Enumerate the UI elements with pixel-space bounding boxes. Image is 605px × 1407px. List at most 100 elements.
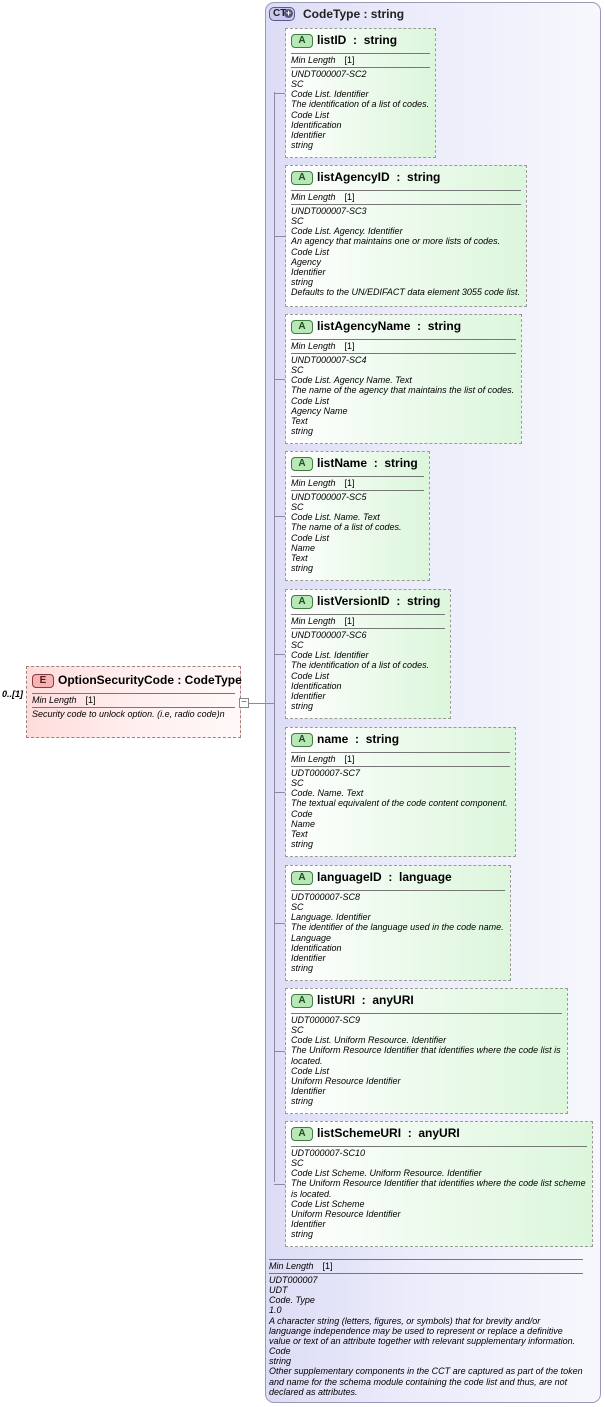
attribute-title: listAgencyName : string (317, 319, 462, 333)
attribute-name: languageID (317, 870, 382, 884)
facet-min-length: Min Length[1] (269, 1261, 333, 1271)
attribute-connector-line (274, 379, 285, 380)
expand-plus-icon[interactable]: + (284, 8, 293, 18)
doc-line: Name (291, 818, 316, 829)
doc-line: SC (291, 79, 304, 90)
attribute-title: listSchemeURI : anyURI (317, 1126, 460, 1140)
doc-line: Other supplementary components in the CC… (269, 1366, 583, 1397)
doc-line: Code List. Name. Text (291, 512, 380, 523)
doc-line: SC (291, 778, 304, 789)
element-badge: E (32, 674, 54, 688)
attribute-badge: A (291, 733, 313, 747)
tree-trunk-line (274, 92, 275, 1182)
doc-line: string (291, 839, 314, 850)
doc-line: The Uniform Resource Identifier that ide… (291, 1045, 561, 1066)
attribute-title: languageID : language (317, 870, 452, 884)
doc-line: string (291, 1096, 314, 1107)
doc-line: Code List (291, 532, 330, 543)
collapse-toggle[interactable]: − (239, 698, 249, 708)
doc-line: Identification (291, 942, 342, 953)
doc-line: An agency that maintains one or more lis… (291, 236, 501, 247)
doc-line: Code List (291, 670, 330, 681)
attribute-type: string (363, 33, 398, 47)
attribute-name: listAgencyID (317, 170, 390, 184)
doc-line: UDT000007 (269, 1275, 318, 1285)
attribute-type: string (384, 456, 418, 470)
facet-min-length: Min Length[1] (32, 695, 96, 705)
element-doc: Security code to unlock option. (i.e, ra… (32, 709, 225, 719)
attribute-type: string (407, 594, 441, 608)
doc-line: The identification of a list of codes. (291, 99, 430, 110)
attribute-badge: A (291, 871, 313, 885)
doc-line: UDT (269, 1285, 288, 1296)
attribute-title: name : string (317, 732, 400, 746)
attribute-name: listName (317, 456, 368, 470)
facet-min-length: Min Length[1] (291, 55, 355, 65)
doc-line: Code List (291, 246, 330, 257)
doc-line: Code List (291, 395, 330, 406)
doc-line: Text (291, 415, 308, 426)
doc-line: SC (291, 365, 304, 376)
attribute-badge: A (291, 34, 313, 48)
attribute-connector-line (274, 923, 285, 924)
attribute-title: listAgencyID : string (317, 170, 441, 184)
element-connector-line (249, 703, 275, 704)
attribute-type: string (365, 732, 400, 746)
attribute-connector-line (274, 1051, 285, 1052)
attribute-badge: A (291, 1127, 313, 1141)
attribute-title: listID : string (317, 33, 398, 47)
doc-line: Code List. Identifier (291, 650, 369, 661)
doc-line: UNDT000007-SC5 (291, 492, 367, 502)
doc-line: Agency (291, 256, 322, 267)
doc-line: Identifier (291, 1086, 326, 1097)
attribute-connector-line (274, 516, 285, 517)
attribute-name: listVersionID (317, 594, 390, 608)
doc-line: UDT000007-SC7 (291, 768, 361, 778)
doc-line: UDT000007-SC8 (291, 892, 361, 902)
attribute-type: anyURI (372, 993, 414, 1007)
doc-line: Identifier (291, 129, 326, 140)
doc-line: Code List. Agency Name. Text (291, 375, 412, 386)
doc-line: string (291, 563, 314, 574)
doc-line: string (269, 1356, 292, 1367)
doc-line: Code List Scheme. Uniform Resource. Iden… (291, 1168, 482, 1179)
attribute-badge: A (291, 320, 313, 334)
doc-line: Code (269, 1346, 291, 1357)
doc-line: The identifier of the language used in t… (291, 922, 504, 933)
doc-line: SC (291, 1025, 304, 1036)
doc-line: Code. Name. Text (291, 788, 364, 799)
doc-line: Identifier (291, 952, 326, 963)
attribute-type: string (407, 170, 441, 184)
doc-line: Code List (291, 109, 330, 120)
doc-line: Code List Scheme (291, 1198, 365, 1209)
doc-line: UNDT000007-SC6 (291, 630, 367, 640)
doc-line: Code List. Agency. Identifier (291, 226, 403, 237)
doc-line: Text (291, 828, 308, 839)
attribute-name: name (317, 732, 349, 746)
doc-line: The name of the agency that maintains th… (291, 385, 515, 396)
facet-min-length: Min Length[1] (291, 616, 355, 626)
doc-line: Uniform Resource Identifier (291, 1208, 401, 1219)
element-box[interactable]: E OptionSecurityCode : CodeType Min Leng… (26, 666, 242, 738)
doc-line: Identification (291, 119, 342, 130)
doc-line: string (291, 701, 314, 712)
attribute-connector-line (274, 236, 285, 237)
doc-line: The identification of a list of codes. (291, 660, 430, 671)
facet-min-length: Min Length[1] (291, 192, 355, 202)
